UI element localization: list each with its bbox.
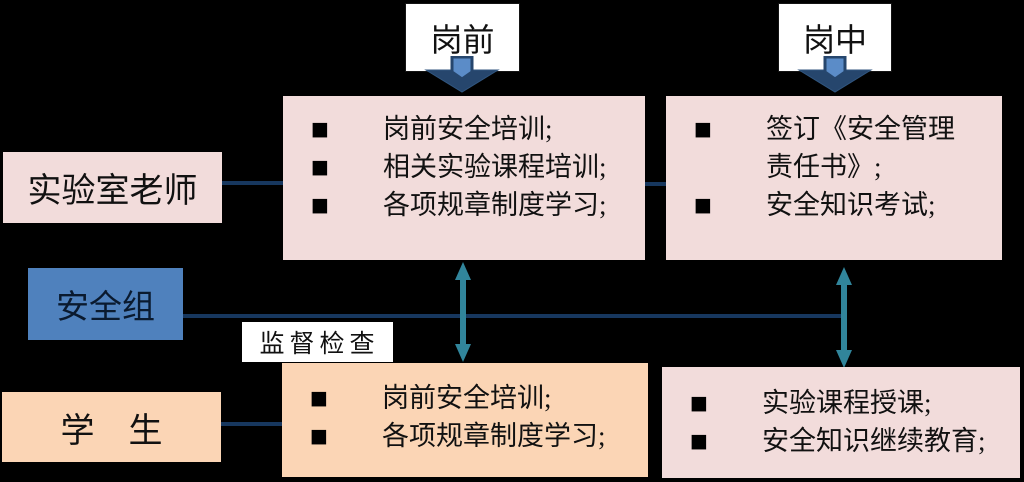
double-arrow-icon <box>453 262 473 362</box>
box-student-on-job-tasks: ■ 实验课程授课; ■ 安全知识继续教育; <box>662 367 1020 478</box>
bullet-square-icon: ■ <box>694 194 712 216</box>
list-item: ■ 岗前安全培训; <box>311 110 621 148</box>
list-item-text: 实验课程授课; <box>762 388 932 418</box>
bullet-square-icon: ■ <box>311 156 329 178</box>
bullet-square-icon: ■ <box>310 387 328 409</box>
bullet-square-icon: ■ <box>694 118 712 140</box>
list-item: ■ 各项规章制度学习; <box>311 186 621 224</box>
down-arrow-callout-icon <box>797 55 873 94</box>
list-item-text: 安全知识继续教育; <box>762 426 986 456</box>
list-item: ■ 岗前安全培训; <box>310 379 624 417</box>
actor-lab-teacher-label: 实验室老师 <box>27 173 198 210</box>
stage-tag-on-job-label: 岗中 <box>802 21 867 58</box>
list-item: ■ 相关实验课程培训; <box>311 148 621 186</box>
box-student-pre-job-tasks: ■ 岗前安全培训; ■ 各项规章制度学习; <box>282 363 648 477</box>
bullet-square-icon: ■ <box>690 430 708 452</box>
connector-safety-group-line <box>183 314 844 318</box>
actor-box-safety-group: 安全组 <box>28 268 183 340</box>
connector-teacher-to-box <box>222 181 283 185</box>
connector-prebox-to-onbox <box>645 182 666 186</box>
box-teacher-pre-job-tasks: ■ 岗前安全培训; ■ 相关实验课程培训; ■ 各项规章制度学习; <box>283 96 645 260</box>
list-item-text: 签订《安全管理责任书》; <box>766 114 955 182</box>
list-item-text: 安全知识考试; <box>766 190 936 220</box>
stage-tag-pre-job-label: 岗前 <box>430 21 495 58</box>
list-item: ■ 安全知识考试; <box>694 186 974 224</box>
list-item-text: 相关实验课程培训; <box>383 152 607 182</box>
supervision-check-label: 监督检查 <box>259 331 380 358</box>
list-item-text: 岗前安全培训; <box>383 114 553 144</box>
list-item: ■ 实验课程授课; <box>690 384 996 422</box>
list-item: ■ 签订《安全管理责任书》; <box>694 110 974 186</box>
actor-box-student: 学 生 <box>2 392 221 462</box>
actor-box-lab-teacher: 实验室老师 <box>3 152 222 223</box>
bullet-square-icon: ■ <box>690 392 708 414</box>
list-item-text: 各项规章制度学习; <box>382 421 606 451</box>
supervision-check-tag: 监督检查 <box>242 322 393 362</box>
list-item-text: 各项规章制度学习; <box>383 190 607 220</box>
down-arrow-callout-icon <box>424 55 500 94</box>
connector-student-to-box <box>221 422 282 426</box>
box-teacher-on-job-tasks: ■ 签订《安全管理责任书》; ■ 安全知识考试; <box>666 96 1002 260</box>
list-item: ■ 安全知识继续教育; <box>690 422 996 460</box>
bullet-square-icon: ■ <box>311 118 329 140</box>
actor-student-label: 学 生 <box>60 412 163 450</box>
double-arrow-icon <box>834 267 854 368</box>
bullet-square-icon: ■ <box>310 425 328 447</box>
list-item: ■ 各项规章制度学习; <box>310 417 624 455</box>
bullet-square-icon: ■ <box>311 194 329 216</box>
list-item-text: 岗前安全培训; <box>382 383 552 413</box>
actor-safety-group-label: 安全组 <box>56 290 155 326</box>
